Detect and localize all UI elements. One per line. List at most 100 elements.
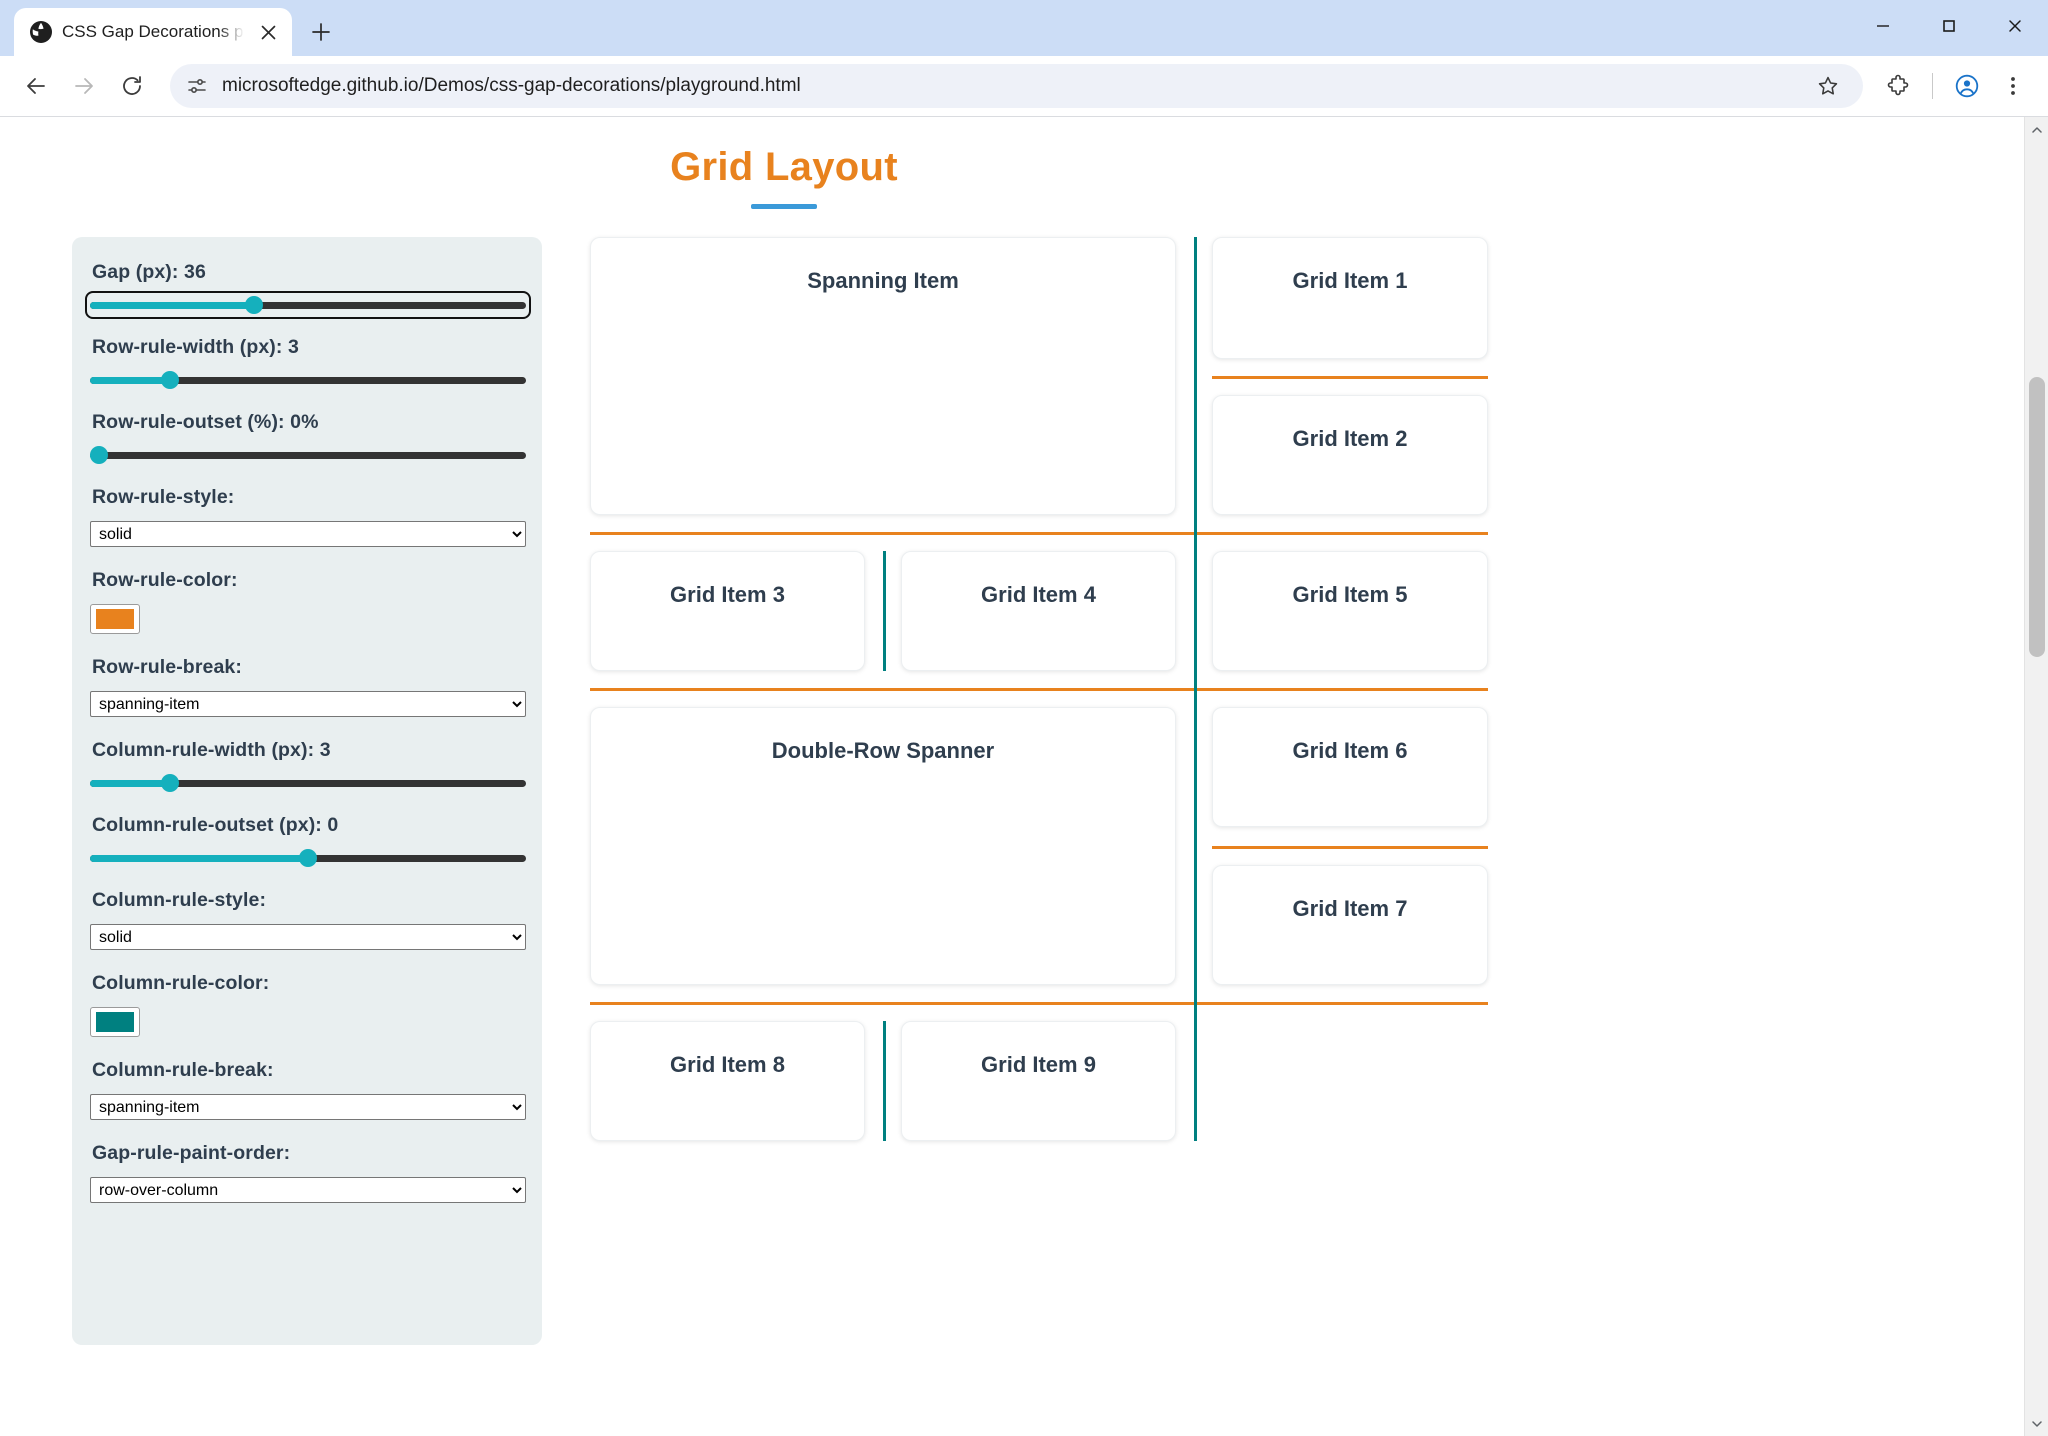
control-row-rule-outset: Row-rule-outset (%): 0% (90, 411, 526, 464)
row-rule (1212, 376, 1488, 379)
select-row-rule-break[interactable]: nonespanning-itemintersection (90, 691, 526, 717)
select-column-rule-break[interactable]: nonespanning-itemintersection (90, 1094, 526, 1120)
row-rule (590, 1002, 1488, 1005)
control-gap-rule-paint-order: Gap-rule-paint-order: row-over-columncolu… (90, 1142, 526, 1203)
window-controls (1850, 0, 2048, 52)
slider-track (90, 452, 526, 459)
row-rule (1212, 846, 1488, 849)
slider-track (90, 302, 526, 309)
omnibox-actions (1807, 65, 1849, 107)
slider-row-rule-outset[interactable] (90, 446, 526, 464)
profile-avatar-icon[interactable] (1946, 65, 1988, 107)
grid-item-label: Grid Item 2 (1292, 426, 1408, 451)
control-column-rule-outset: Column-rule-outset (px): 0 (90, 814, 526, 867)
reload-icon[interactable] (110, 64, 154, 108)
control-label-row-rule-style: Row-rule-style: (92, 486, 235, 508)
grid-item-label: Grid Item 5 (1292, 582, 1408, 607)
slider-thumb[interactable] (244, 296, 263, 314)
slider-thumb[interactable] (90, 446, 108, 464)
control-column-rule-style: Column-rule-style: nonesoliddasheddottedd… (90, 889, 526, 950)
close-window-button[interactable] (1982, 0, 2048, 52)
grid-item-label: Grid Item 7 (1292, 896, 1408, 921)
grid-item: Grid Item 5 (1212, 551, 1488, 671)
slider-column-rule-width[interactable] (90, 774, 526, 792)
control-gap: Gap (px): 36 (85, 261, 531, 319)
new-tab-button[interactable] (300, 11, 342, 53)
puzzle-piece-icon[interactable] (1877, 65, 1919, 107)
grid-item-label: Grid Item 6 (1292, 738, 1408, 763)
select-row-rule-style[interactable]: nonesoliddasheddotteddoublegrooveridgein… (90, 521, 526, 547)
slider-thumb[interactable] (161, 774, 180, 792)
color-swatch-column-rule-color[interactable] (90, 1007, 140, 1037)
control-label-column-rule-break: Column-rule-break: (92, 1059, 274, 1081)
grid-item: Grid Item 2 (1212, 395, 1488, 515)
control-row-rule-width: Row-rule-width (px): 3 (90, 336, 526, 389)
select-column-rule-style[interactable]: nonesoliddasheddotteddoublegrooveridgein… (90, 924, 526, 950)
globe-icon (30, 21, 52, 43)
select-gap-rule-paint-order[interactable]: row-over-columncolumn-over-row (90, 1177, 526, 1203)
grid-item: Grid Item 1 (1212, 237, 1488, 359)
browser-titlebar: CSS Gap Decorations playground (0, 0, 2048, 56)
grid-item: Grid Item 9 (901, 1021, 1176, 1141)
title-underline (751, 204, 817, 209)
slider-row-rule-width[interactable] (90, 371, 526, 389)
slider-fill (90, 855, 308, 862)
grid-item: Grid Item 4 (901, 551, 1176, 671)
grid-item-label: Grid Item 1 (1292, 268, 1408, 293)
color-swatch-row-rule-color[interactable] (90, 604, 140, 634)
grid-item: Grid Item 6 (1212, 707, 1488, 827)
control-label-column-rule-style: Column-rule-style: (92, 889, 267, 911)
address-bar[interactable]: microsoftedge.github.io/Demos/css-gap-de… (170, 64, 1863, 108)
control-row-rule-color: Row-rule-color: (90, 569, 524, 634)
maximize-button[interactable] (1916, 0, 1982, 52)
site-settings-icon[interactable] (184, 73, 210, 99)
grid-item-label: Spanning Item (807, 268, 959, 293)
control-label-column-rule-color: Column-rule-color: (92, 972, 270, 994)
minimize-button[interactable] (1850, 0, 1916, 52)
close-icon[interactable] (254, 18, 282, 46)
chevron-down-icon[interactable] (2025, 1412, 2048, 1436)
control-column-rule-break: Column-rule-break: nonespanning-iteminter… (90, 1059, 526, 1120)
tab-title: CSS Gap Decorations playground (62, 22, 244, 41)
browser-tab[interactable]: CSS Gap Decorations playground (14, 8, 292, 56)
url-text[interactable]: microsoftedge.github.io/Demos/css-gap-de… (222, 75, 801, 96)
color-swatch-fill (96, 1012, 134, 1032)
grid-item-label: Grid Item 8 (670, 1052, 785, 1077)
row-rule (590, 688, 1488, 691)
grid-item: Grid Item 3 (590, 551, 865, 671)
slider-thumb[interactable] (299, 849, 317, 867)
slider-column-rule-outset[interactable] (90, 849, 526, 867)
control-label-column-rule-width: Column-rule-width (px): 3 (92, 739, 331, 761)
grid-item: Spanning Item (590, 237, 1176, 515)
browser-toolbar: microsoftedge.github.io/Demos/css-gap-de… (0, 56, 2048, 116)
forward-arrow-icon[interactable] (62, 64, 106, 108)
back-arrow-icon[interactable] (14, 64, 58, 108)
slider-gap[interactable] (85, 291, 531, 319)
slider-fill (90, 377, 171, 384)
grid-demo: Spanning Item Grid Item 1 Grid Item 2 Grid … (590, 237, 1490, 1345)
column-rule (883, 1021, 886, 1141)
column-rule (1194, 237, 1197, 985)
slider-fill (90, 302, 254, 309)
column-rule (1194, 707, 1197, 1141)
grid-item-label: Double-Row Spanner (771, 738, 995, 763)
control-row-rule-break: Row-rule-break: nonespanning-itemintersec… (90, 656, 526, 717)
control-label-row-rule-color: Row-rule-color: (92, 569, 238, 591)
page-scrollbar[interactable] (2024, 117, 2048, 1436)
control-label-row-rule-break: Row-rule-break: (92, 656, 242, 678)
control-label-gap-rule-paint-order: Gap-rule-paint-order: (92, 1142, 291, 1164)
slider-thumb[interactable] (161, 371, 180, 389)
star-icon[interactable] (1807, 65, 1849, 107)
three-dot-menu-icon[interactable] (1992, 65, 2034, 107)
grid-item: Double-Row Spanner (590, 707, 1176, 985)
control-row-rule-style: Row-rule-style: nonesoliddasheddotteddoub… (90, 486, 526, 547)
control-label-row-rule-width: Row-rule-width (px): 3 (92, 336, 299, 358)
chevron-up-icon[interactable] (2025, 117, 2048, 141)
control-column-rule-color: Column-rule-color: (90, 972, 524, 1037)
slider-fill (90, 780, 171, 787)
scrollbar-thumb[interactable] (2029, 377, 2045, 657)
grid-item: Grid Item 7 (1212, 865, 1488, 985)
